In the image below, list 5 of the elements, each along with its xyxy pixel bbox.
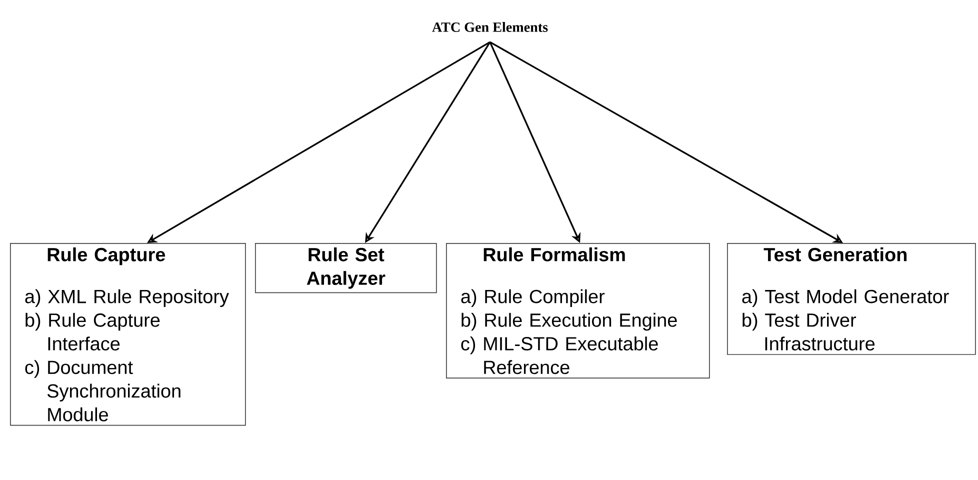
component-box: Test Generation a) Test Model Generator b) Test Driver Infrastructure — [727, 243, 976, 355]
component-box: Rule Capture a) XML Rule Repository b) Rule Capture Interface c) Document Synchronization Module — [10, 243, 246, 426]
component-box: Rule Set Analyzer — [255, 243, 437, 294]
component-box: Rule Formalism a) Rule Compiler b) Rule Execution Engine c) MIL-STD Executable Reference — [446, 243, 710, 379]
title-text: ATC Gen Elements — [432, 22, 548, 32]
